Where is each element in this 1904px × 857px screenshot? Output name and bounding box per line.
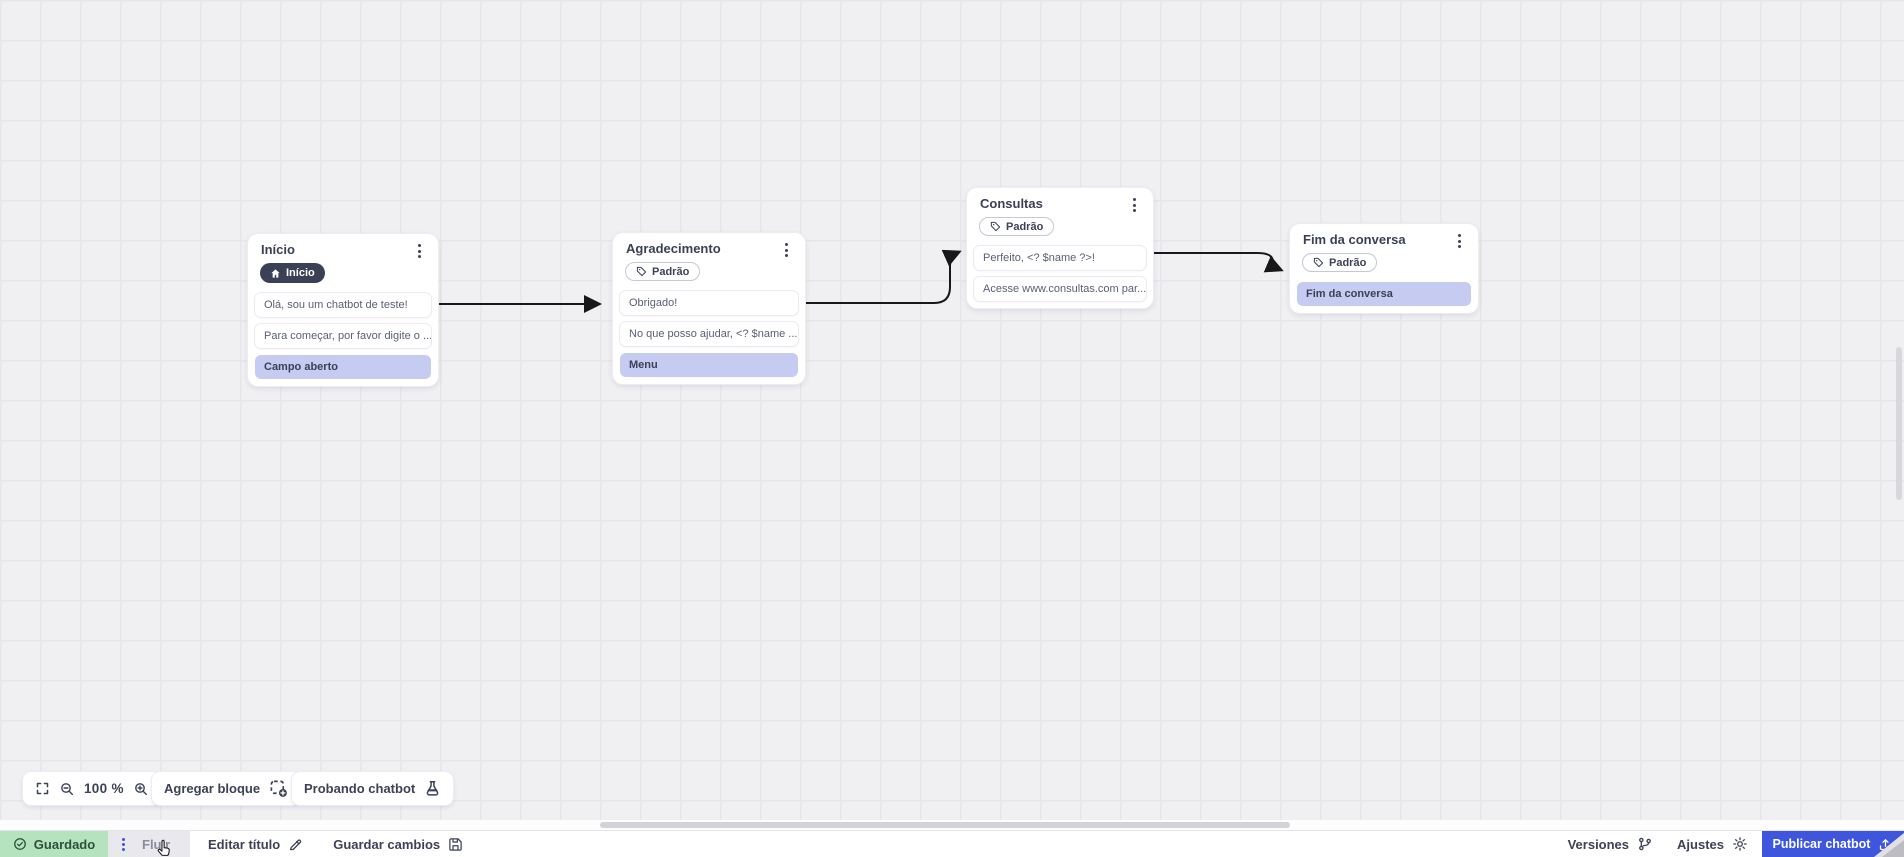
tab-flow[interactable]: Fluir xyxy=(108,831,190,857)
flask-icon xyxy=(426,781,439,796)
kebab-menu-icon[interactable] xyxy=(1130,196,1139,214)
node-title: Fim da conversa xyxy=(1303,232,1406,247)
action-row[interactable]: Campo aberto xyxy=(255,354,431,379)
node-type-badge: Início xyxy=(260,263,325,283)
node-title: Agradecimento xyxy=(626,241,721,256)
zoom-out-icon[interactable] xyxy=(59,781,75,797)
fullscreen-icon[interactable] xyxy=(35,781,50,796)
window-corner-fold xyxy=(1882,840,1904,857)
home-icon xyxy=(271,268,280,278)
kebab-menu-icon[interactable] xyxy=(782,241,791,259)
saved-status-badge: Guardado xyxy=(0,831,108,857)
horizontal-scrollbar[interactable] xyxy=(0,820,1904,830)
flow-node-fim-da-conversa[interactable]: Fim da conversa Padrão Fim da conversa xyxy=(1290,224,1478,313)
gear-icon xyxy=(1733,837,1747,851)
node-title: Consultas xyxy=(980,196,1043,211)
node-type-badge: Padrão xyxy=(625,262,701,281)
add-block-icon xyxy=(270,780,287,797)
zoom-in-icon[interactable] xyxy=(133,781,149,797)
flow-node-agradecimento[interactable]: Agradecimento Padrão Obrigado! No que po… xyxy=(613,233,805,384)
node-type-badge: Padrão xyxy=(979,217,1055,236)
node-type-badge: Padrão xyxy=(1302,253,1378,272)
tag-icon xyxy=(990,221,1001,232)
status-bar: Guardado Fluir Editar título Guardar cam… xyxy=(0,830,1904,857)
message-row[interactable]: Obrigado! xyxy=(620,291,798,315)
action-row[interactable]: Menu xyxy=(620,353,798,377)
tag-icon xyxy=(1313,257,1324,268)
message-row[interactable]: Acesse www.consultas.com par... xyxy=(974,277,1146,301)
zoom-toolbar: 100 % xyxy=(23,772,161,805)
message-row[interactable]: Olá, sou um chatbot de teste! xyxy=(255,292,431,317)
horizontal-scrollbar-thumb[interactable] xyxy=(600,822,1290,828)
save-changes-button[interactable]: Guardar cambios xyxy=(333,831,463,857)
add-block-button[interactable]: Agregar bloque xyxy=(152,772,301,805)
node-title: Início xyxy=(261,242,295,257)
settings-button[interactable]: Ajustes xyxy=(1677,831,1748,857)
vertical-scrollbar-thumb[interactable] xyxy=(1896,347,1902,500)
message-row[interactable]: Perfeito, <? $name ?>! xyxy=(974,246,1146,270)
flow-node-consultas[interactable]: Consultas Padrão Perfeito, <? $name ?>! … xyxy=(967,188,1153,308)
action-row[interactable]: Fim da conversa xyxy=(1297,282,1471,306)
zoom-level: 100 % xyxy=(84,781,124,796)
flow-node-inicio[interactable]: Início Início Olá, sou um chatbot de tes… xyxy=(248,234,438,386)
message-row[interactable]: Para começar, por favor digite o ... xyxy=(255,323,431,348)
kebab-menu-icon[interactable] xyxy=(415,242,424,260)
floppy-icon xyxy=(449,837,462,851)
test-chatbot-button[interactable]: Probando chatbot xyxy=(292,772,454,805)
git-branch-icon xyxy=(1639,837,1651,851)
message-row[interactable]: No que posso ajudar, <? $name ... xyxy=(620,322,798,346)
kebab-menu-icon[interactable] xyxy=(1455,232,1464,250)
status-bar-spacer xyxy=(463,831,1567,857)
check-circle-icon xyxy=(13,838,26,850)
versions-button[interactable]: Versiones xyxy=(1568,831,1653,857)
pencil-icon xyxy=(290,839,302,850)
flow-canvas[interactable] xyxy=(0,0,1904,820)
tag-icon xyxy=(636,266,647,277)
edit-title-button[interactable]: Editar título xyxy=(208,831,303,857)
drag-handle-icon[interactable] xyxy=(122,837,125,851)
